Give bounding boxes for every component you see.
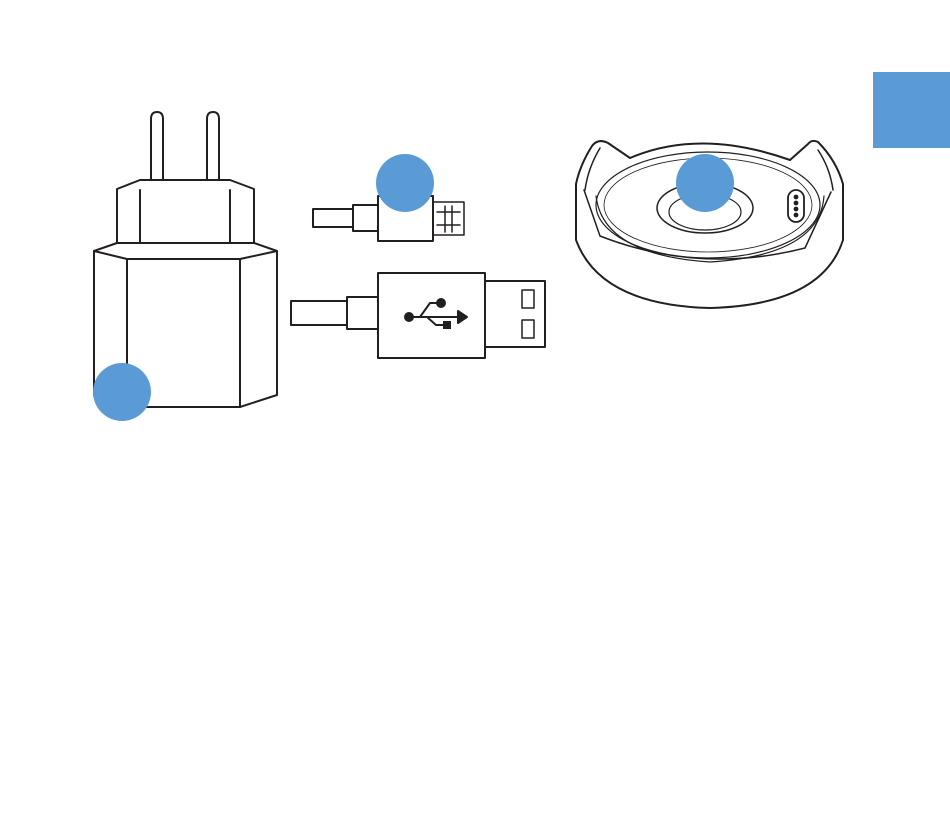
usb-a-housing (378, 273, 485, 358)
usb-a-strain-relief (347, 297, 378, 329)
chapter-tab-label (873, 72, 950, 148)
callout-badge-micro-usb (376, 154, 434, 212)
charger-prong-right (207, 112, 219, 185)
usb-a-cable-illustration (291, 273, 545, 358)
micro-usb-cable (313, 209, 353, 227)
micro-usb-plug (433, 202, 464, 235)
charger-prong-left (151, 112, 163, 185)
micro-usb-strain-relief (353, 205, 378, 231)
callout-badge-charger (93, 363, 151, 421)
charger-plug-head (117, 180, 254, 250)
callout-badge-dock (676, 154, 734, 212)
usb-symbol-icon (405, 299, 467, 329)
usb-a-cable (291, 301, 347, 325)
usb-a-plug (485, 281, 545, 347)
